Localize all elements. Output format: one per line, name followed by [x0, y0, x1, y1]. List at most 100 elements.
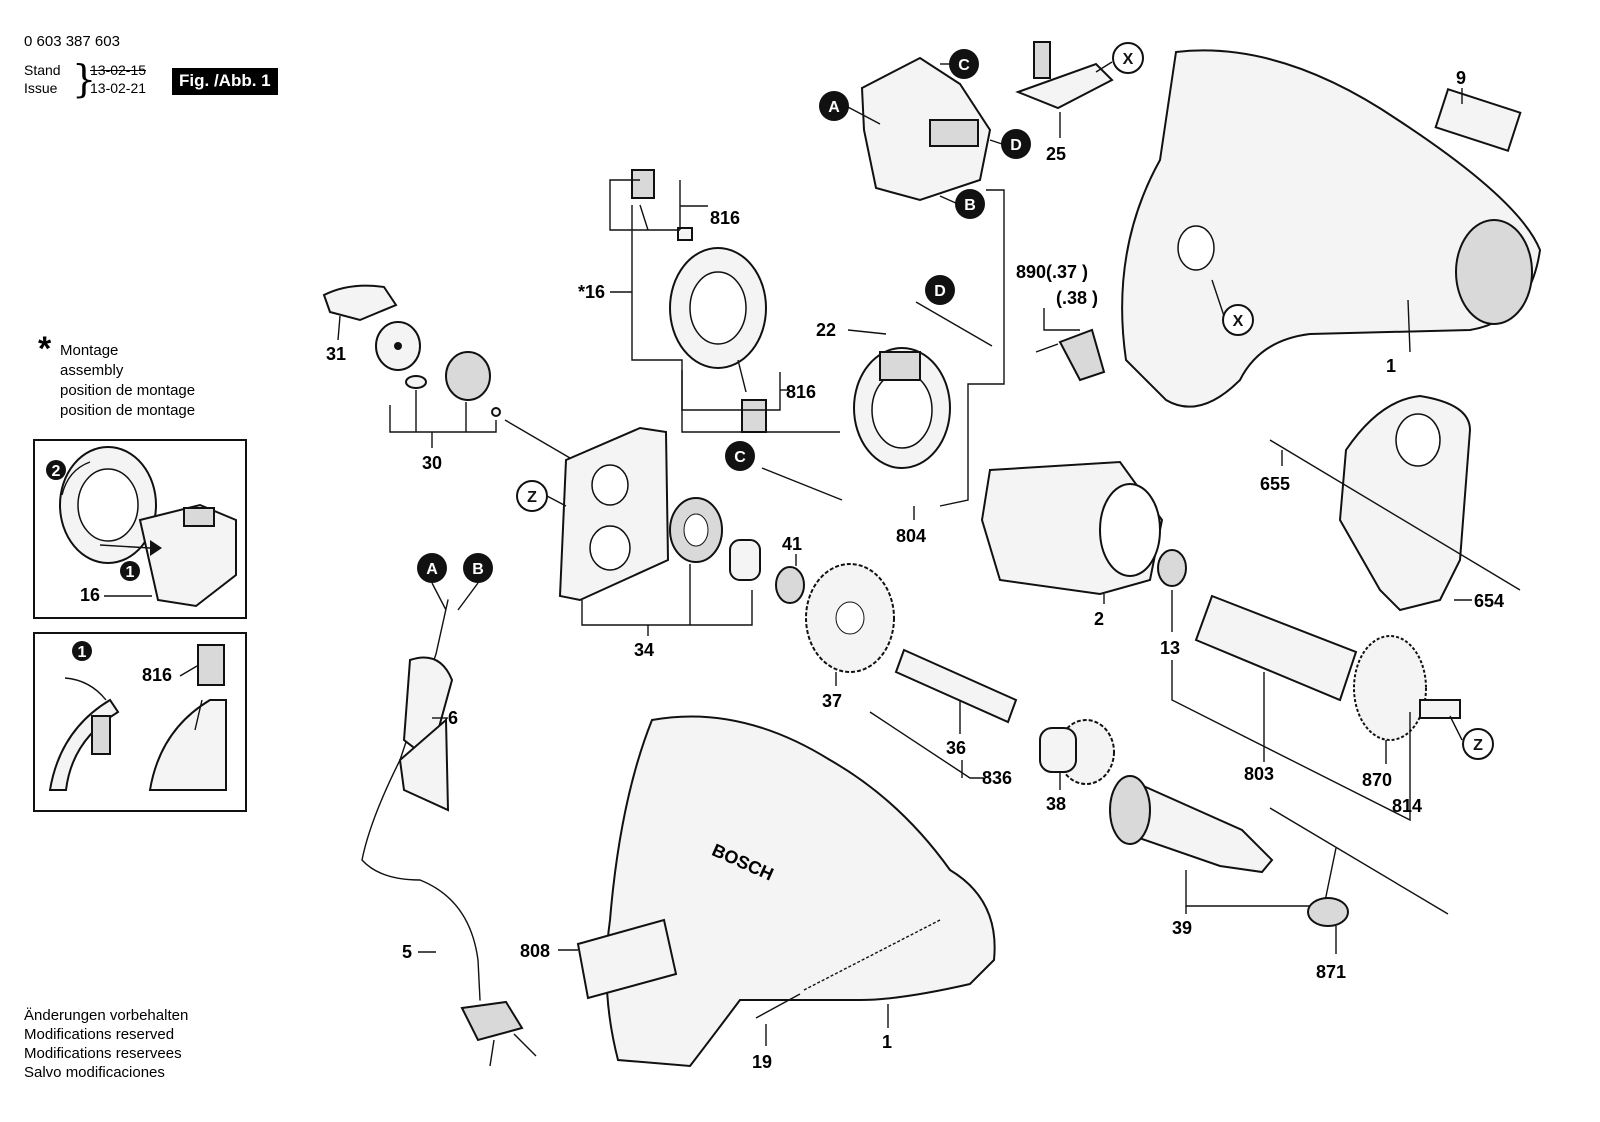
connector-d-wire	[925, 275, 955, 305]
label-1-bottom: 1	[882, 1032, 892, 1052]
connector-c-wire-label: C	[734, 449, 746, 466]
leader-line	[546, 495, 567, 507]
bracket-803	[1171, 660, 1411, 822]
connector-a-switch	[819, 91, 849, 121]
label-38: 38	[1046, 794, 1066, 814]
part-38-sleeve	[1039, 727, 1077, 773]
footer-notes: Änderungen vorbehalten Modifications res…	[24, 1006, 188, 1082]
connector-a-cord	[417, 553, 447, 583]
legend-asterisk: *	[38, 330, 52, 368]
inset-arrowhead	[150, 540, 162, 556]
part-13-bearing	[1157, 549, 1187, 587]
legend-line: assembly	[60, 362, 124, 379]
housing-boss	[1177, 225, 1215, 271]
brush-816-bottom	[741, 399, 767, 433]
label-25: 25	[1046, 144, 1066, 164]
part-19-screw	[755, 993, 801, 1019]
connector-x-housing	[1222, 304, 1254, 336]
issue-label: Issue	[24, 80, 58, 96]
leader-line	[1095, 61, 1113, 73]
bracket-39	[1185, 870, 1330, 907]
part-34-bearing-plate	[558, 426, 670, 602]
label-39: 39	[1172, 918, 1192, 938]
part-871-chuck-key	[1307, 897, 1349, 927]
switch-trigger	[929, 119, 979, 147]
part-30-cam	[445, 351, 491, 401]
label-816-bottom: 816	[786, 382, 816, 402]
brush-spring-top	[639, 204, 649, 231]
part-34-sleeve	[729, 539, 761, 581]
part-9-label	[1434, 87, 1522, 153]
housing-nose	[1455, 219, 1533, 325]
figure-label: Fig. /Abb. 1	[172, 68, 278, 95]
part-870-fan	[1353, 635, 1427, 741]
part-655-depth-rod	[1269, 439, 1521, 591]
inset-part-816: 816	[142, 665, 172, 685]
brush-holder-center	[871, 371, 933, 449]
connector-x-housing-label: X	[1233, 313, 1244, 330]
leader-line	[337, 315, 341, 341]
label-13: 13	[1160, 638, 1180, 658]
connector-b-switch	[955, 189, 985, 219]
label-6: 6	[448, 708, 458, 728]
leader-line	[1211, 279, 1225, 317]
header-brace: }	[72, 57, 97, 101]
chuck-key-handle	[1269, 807, 1449, 915]
part-22-screw	[847, 329, 887, 335]
leader-line	[1407, 299, 1411, 353]
field-bore	[1099, 483, 1161, 577]
brush-816-top	[631, 169, 655, 199]
bracket-890	[1043, 308, 1080, 331]
connector-d-switch	[1001, 129, 1031, 159]
inset-step-badge	[72, 641, 92, 661]
part-890-clamp	[1058, 328, 1106, 382]
label-19: 19	[752, 1052, 772, 1072]
label-814: 814	[1392, 796, 1422, 816]
connector-a-label: A	[828, 99, 840, 116]
bracket-804	[939, 189, 1005, 507]
footer-line: Modifications reserved	[24, 1026, 175, 1043]
label-5: 5	[402, 942, 412, 962]
assembly-line	[803, 919, 941, 991]
inset-brush-slot	[183, 507, 215, 527]
plate-hole-lower	[589, 525, 631, 571]
stand-date: 13-02-15	[90, 62, 147, 78]
part-31-cap	[322, 284, 398, 322]
inset-motor-ring	[138, 503, 237, 608]
cord-grommet	[398, 717, 450, 812]
inset-brush-plate-hole	[77, 468, 139, 542]
part-30-oring	[405, 375, 427, 389]
part-25-clip	[1015, 62, 1114, 110]
stand-label: Stand	[24, 62, 61, 78]
connector-c-wire	[725, 441, 755, 471]
cord-wire-a	[431, 582, 447, 611]
inset-part-16: 16	[80, 585, 100, 605]
inset-step-badge	[120, 561, 140, 581]
wire-c	[761, 467, 843, 501]
power-plug	[460, 1000, 524, 1042]
cord-wire-b	[457, 582, 479, 611]
legend-line: Montage	[60, 342, 119, 359]
label-31: 31	[326, 344, 346, 364]
connector-a-cord-label: A	[426, 561, 438, 578]
switch-assembly	[860, 56, 992, 202]
label-2: 2	[1094, 609, 1104, 629]
connector-c-label: C	[958, 57, 970, 74]
inset-step-1: 1	[126, 564, 135, 581]
connector-z-plate-label: Z	[527, 489, 537, 506]
label-22: 22	[816, 320, 836, 340]
label-16: *16	[578, 282, 605, 302]
connector-b-cord-label: B	[472, 561, 484, 578]
connector-d-wire-label: D	[934, 283, 946, 300]
part-890-screw	[1035, 343, 1059, 353]
bracket-836	[869, 711, 984, 779]
label-870: 870	[1362, 770, 1392, 790]
bracket-816-bottom	[681, 370, 781, 411]
part-number: 0 603 387 603	[24, 33, 120, 50]
gear-hub	[835, 601, 865, 635]
part-36-shaft	[894, 648, 1018, 724]
chuck-sleeve	[1109, 775, 1151, 845]
label-803: 803	[1244, 764, 1274, 784]
connector-c-switch	[949, 49, 979, 79]
